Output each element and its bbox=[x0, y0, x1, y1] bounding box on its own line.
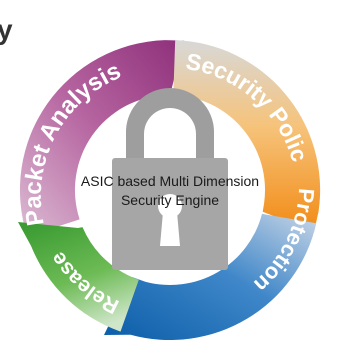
segment-packet-analysis bbox=[19, 40, 184, 237]
engine-caption-line-1: ASIC based Multi Dimension bbox=[80, 173, 260, 189]
heading-fragment: y bbox=[0, 14, 13, 45]
segment-protection bbox=[104, 213, 317, 341]
engine-caption-line-2: Security Engine bbox=[120, 192, 220, 208]
padlock-icon bbox=[112, 88, 228, 270]
segment-security-policing bbox=[173, 40, 321, 232]
engine-caption: ASIC based Multi Dimension Security Engi… bbox=[60, 172, 280, 210]
segment-release bbox=[18, 222, 139, 332]
